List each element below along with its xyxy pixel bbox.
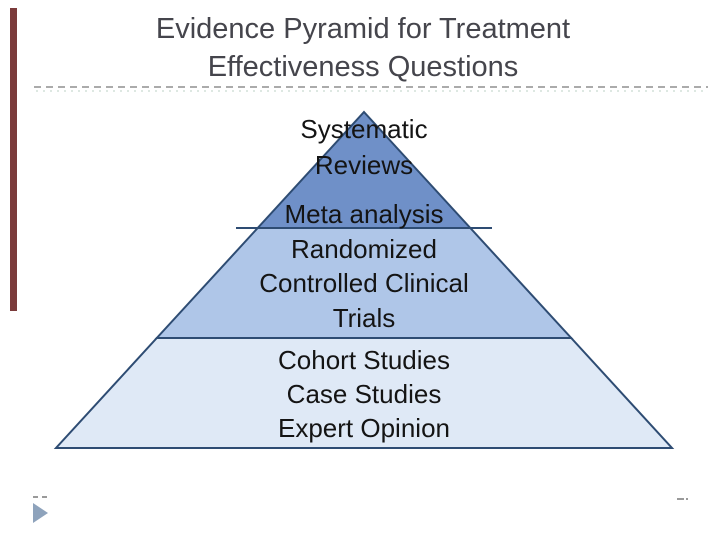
pyramid-label: Trials xyxy=(332,303,396,333)
pyramid-label: Cohort Studies xyxy=(278,345,450,375)
bottom-right-dash xyxy=(677,498,688,500)
title-separator xyxy=(34,86,708,88)
pyramid-label: Controlled Clinical xyxy=(259,268,469,298)
pyramid-label: Case Studies xyxy=(286,379,442,409)
slide-title-line-2: Effectiveness Questions xyxy=(207,51,519,83)
left-accent-bar xyxy=(10,8,17,311)
pyramid-label: Systematic xyxy=(300,114,428,144)
slide-title: Evidence Pyramid for Treatment Effective… xyxy=(0,10,720,86)
pyramid-tier-bottom-shape xyxy=(53,337,675,449)
next-slide-arrow-icon[interactable] xyxy=(33,503,48,523)
title-separator-dots xyxy=(36,90,708,92)
pyramid-label: Meta analysis xyxy=(284,199,444,229)
bottom-left-dashes xyxy=(33,496,49,498)
pyramid-label: Expert Opinion xyxy=(278,413,450,443)
slide-title-line-1: Evidence Pyramid for Treatment xyxy=(155,13,571,45)
pyramid-label: Randomized xyxy=(291,234,437,264)
pyramid-label: Reviews xyxy=(314,150,414,180)
